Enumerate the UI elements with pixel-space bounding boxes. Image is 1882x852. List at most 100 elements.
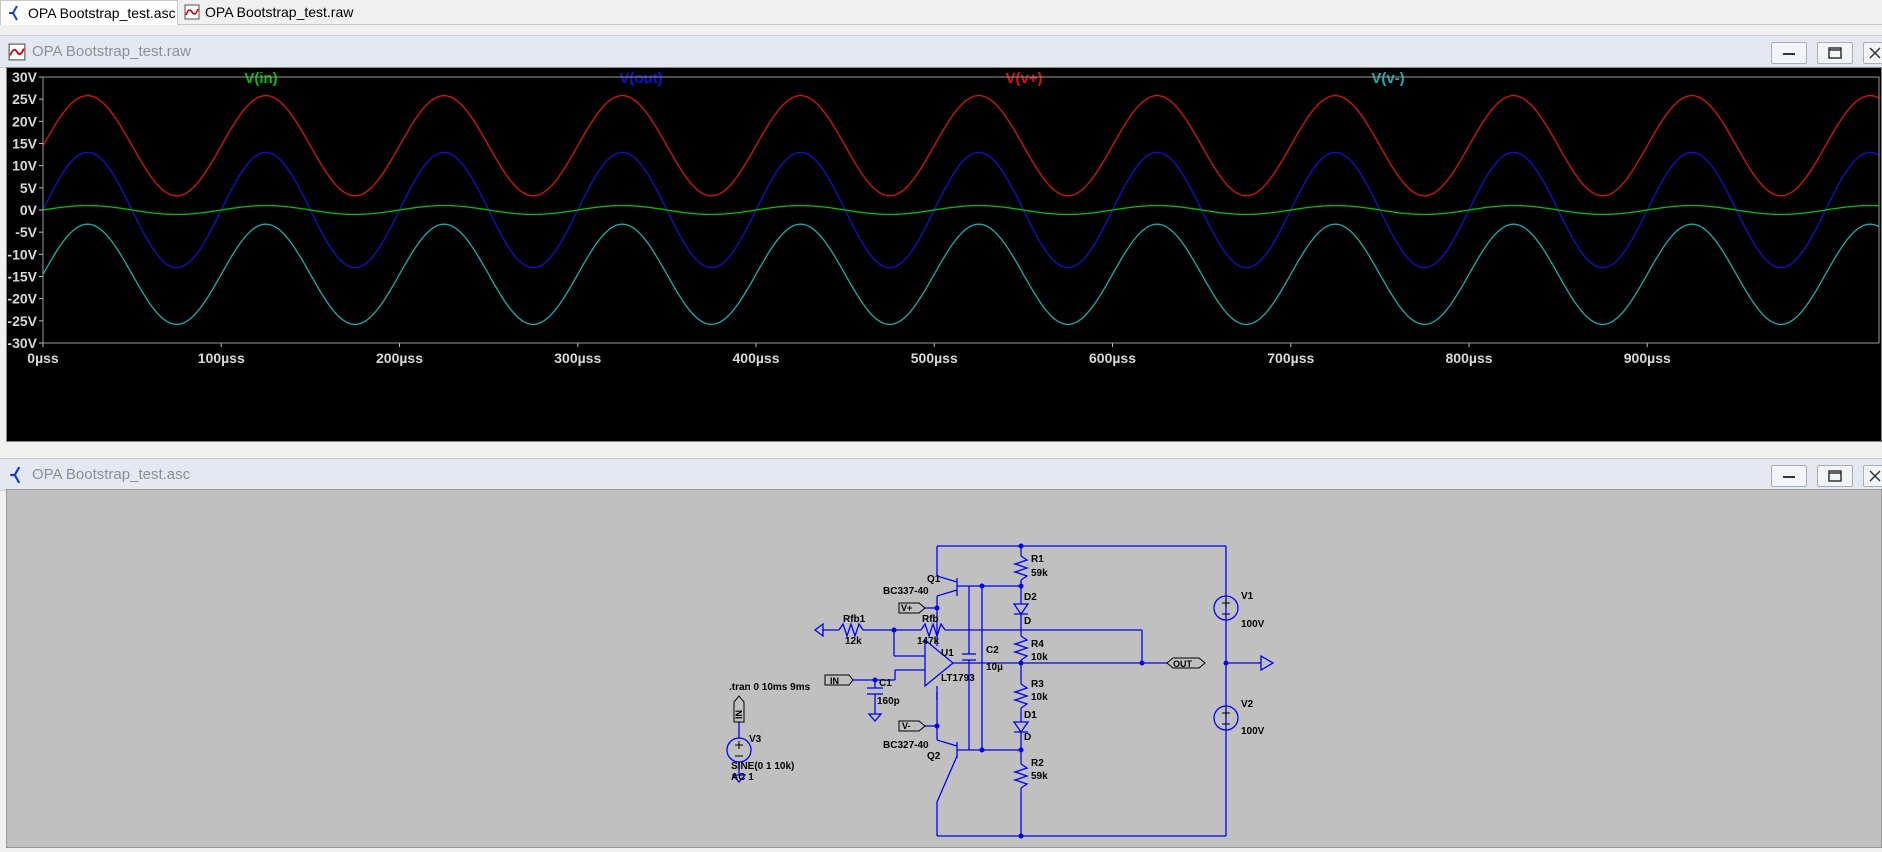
waveform-icon bbox=[8, 43, 26, 61]
tran-directive[interactable]: .tran 0 10ms 9ms bbox=[729, 682, 811, 693]
in-flag-label: IN bbox=[830, 676, 839, 686]
schematic-window-titlebar[interactable]: OPA Bootstrap_test.asc bbox=[0, 458, 1882, 491]
maximize-button[interactable] bbox=[1817, 465, 1853, 487]
tab-label: OPA Bootstrap_test.asc bbox=[28, 5, 176, 21]
y-tick-label: -20V bbox=[7, 291, 37, 307]
u1-label: U1 bbox=[941, 648, 954, 659]
in-net-flag[interactable] bbox=[824, 674, 854, 686]
y-tick-label: 0V bbox=[20, 202, 38, 218]
schematic-drawing[interactable]: R1 59k Q1 BC337-40 D2 D V+ Rfb1 12k Rfb … bbox=[7, 490, 1881, 847]
minimize-button[interactable] bbox=[1771, 42, 1807, 64]
legend-vin[interactable]: V(in) bbox=[244, 70, 277, 87]
r4-value: 10k bbox=[1031, 652, 1048, 663]
r3-label: R3 bbox=[1031, 679, 1044, 690]
r2-label: R2 bbox=[1031, 758, 1044, 769]
y-tick-label: 20V bbox=[12, 113, 38, 129]
x-tick-label: 200µss bbox=[376, 350, 423, 366]
out-net-flag[interactable] bbox=[1166, 657, 1206, 669]
out-flag-label: OUT bbox=[1173, 659, 1193, 669]
v3-label: V3 bbox=[749, 734, 762, 745]
c1-value: 160p bbox=[877, 696, 900, 707]
v1-value: 100V bbox=[1241, 619, 1265, 630]
x-tick-label: 700µss bbox=[1267, 350, 1314, 366]
d1-label: D1 bbox=[1024, 710, 1037, 721]
q2-label: Q2 bbox=[927, 751, 941, 762]
tab-waveform[interactable]: OPA Bootstrap_test.raw bbox=[178, 0, 358, 24]
waveform-chart[interactable]: V(in) V(out) V(v+) V(v-) 30V 25V 20V 15V 10V 5V 0… bbox=[7, 68, 1881, 441]
plot-frame bbox=[42, 76, 1880, 344]
window-title: OPA Bootstrap_test.asc bbox=[32, 466, 191, 483]
y-tick-label: 15V bbox=[12, 136, 38, 152]
y-tick-label: 5V bbox=[20, 180, 38, 196]
tab-schematic[interactable]: OPA Bootstrap_test.asc bbox=[0, 0, 178, 25]
waveform-window-titlebar[interactable]: OPA Bootstrap_test.raw bbox=[0, 35, 1882, 68]
minimize-icon bbox=[1783, 476, 1795, 478]
rfb1-value: 12k bbox=[845, 636, 862, 647]
rfb1-label: Rfb1 bbox=[843, 614, 866, 625]
in-net-flag-vertical[interactable] bbox=[733, 695, 745, 723]
maximize-button[interactable] bbox=[1817, 42, 1853, 64]
rfb-label: Rfb bbox=[922, 614, 939, 625]
v3-value: SINE(0 1 10k) bbox=[731, 761, 794, 772]
d1-value: D bbox=[1024, 732, 1031, 743]
in-vertical-label: IN bbox=[734, 710, 744, 719]
y-tick-label: -25V bbox=[7, 313, 37, 329]
waveform-icon bbox=[184, 4, 200, 20]
q1-label: Q1 bbox=[927, 574, 941, 585]
close-icon bbox=[1869, 47, 1881, 59]
y-tick-label: -10V bbox=[7, 246, 37, 262]
trace-vin[interactable] bbox=[42, 204, 1880, 216]
y-tick-label: 30V bbox=[12, 69, 38, 85]
minimize-button[interactable] bbox=[1771, 465, 1807, 487]
d2-value: D bbox=[1024, 616, 1031, 627]
x-tick-label: 0µss bbox=[27, 350, 59, 366]
q2-part: BC327-40 bbox=[883, 740, 929, 751]
vplus-net-flag[interactable] bbox=[898, 602, 926, 614]
schematic-icon bbox=[10, 466, 21, 484]
c2-label: C2 bbox=[986, 645, 999, 656]
q1-part: BC337-40 bbox=[883, 586, 929, 597]
trace-vplus[interactable] bbox=[42, 94, 1880, 197]
vminus-flag-label: V- bbox=[902, 721, 911, 731]
x-tick-label: 500µss bbox=[911, 350, 958, 366]
u1-part: LT1793 bbox=[941, 673, 975, 684]
r1-label: R1 bbox=[1031, 554, 1044, 565]
close-button[interactable] bbox=[1863, 465, 1882, 487]
restore-icon bbox=[1828, 47, 1842, 59]
x-tick-label: 300µss bbox=[554, 350, 601, 366]
v2-value: 100V bbox=[1241, 726, 1265, 737]
legend-vminus[interactable]: V(v-) bbox=[1371, 70, 1404, 87]
trace-vout[interactable] bbox=[42, 151, 1880, 269]
rfb-value: 147k bbox=[917, 636, 940, 647]
close-button[interactable] bbox=[1863, 42, 1882, 64]
x-tick-label: 400µss bbox=[733, 350, 780, 366]
vminus-net-flag[interactable] bbox=[898, 720, 926, 732]
schematic-canvas[interactable]: R1 59k Q1 BC337-40 D2 D V+ Rfb1 12k Rfb … bbox=[6, 489, 1882, 848]
y-tick-label: 25V bbox=[12, 91, 38, 107]
r1-value: 59k bbox=[1031, 568, 1048, 579]
legend-vout[interactable]: V(out) bbox=[619, 70, 662, 87]
minimize-icon bbox=[1783, 53, 1795, 55]
r2-value: 59k bbox=[1031, 771, 1048, 782]
v3-ac: AC 1 bbox=[731, 772, 754, 783]
x-tick-label: 100µss bbox=[198, 350, 245, 366]
window-title: OPA Bootstrap_test.raw bbox=[32, 43, 191, 60]
d2-label: D2 bbox=[1024, 592, 1037, 603]
legend-vplus[interactable]: V(v+) bbox=[1005, 70, 1042, 87]
trace-vminus[interactable] bbox=[42, 223, 1880, 326]
document-tab-bar: OPA Bootstrap_test.asc OPA Bootstrap_tes… bbox=[0, 0, 1882, 25]
y-tick-label: -15V bbox=[7, 269, 37, 285]
v2-label: V2 bbox=[1241, 699, 1254, 710]
x-tick-label: 900µss bbox=[1624, 350, 1671, 366]
v1-label: V1 bbox=[1241, 591, 1254, 602]
y-tick-label: 10V bbox=[12, 158, 38, 174]
schematic-icon bbox=[9, 5, 18, 21]
tab-label: OPA Bootstrap_test.raw bbox=[205, 4, 354, 20]
y-tick-label: -30V bbox=[7, 335, 37, 351]
y-tick-label: -5V bbox=[15, 224, 37, 240]
r3-value: 10k bbox=[1031, 692, 1048, 703]
close-icon bbox=[1869, 470, 1881, 482]
c2-value: 10µ bbox=[986, 662, 1003, 673]
restore-icon bbox=[1828, 470, 1842, 482]
waveform-plot-pane[interactable]: V(in) V(out) V(v+) V(v-) 30V 25V 20V 15V 10V 5V 0… bbox=[6, 67, 1882, 442]
